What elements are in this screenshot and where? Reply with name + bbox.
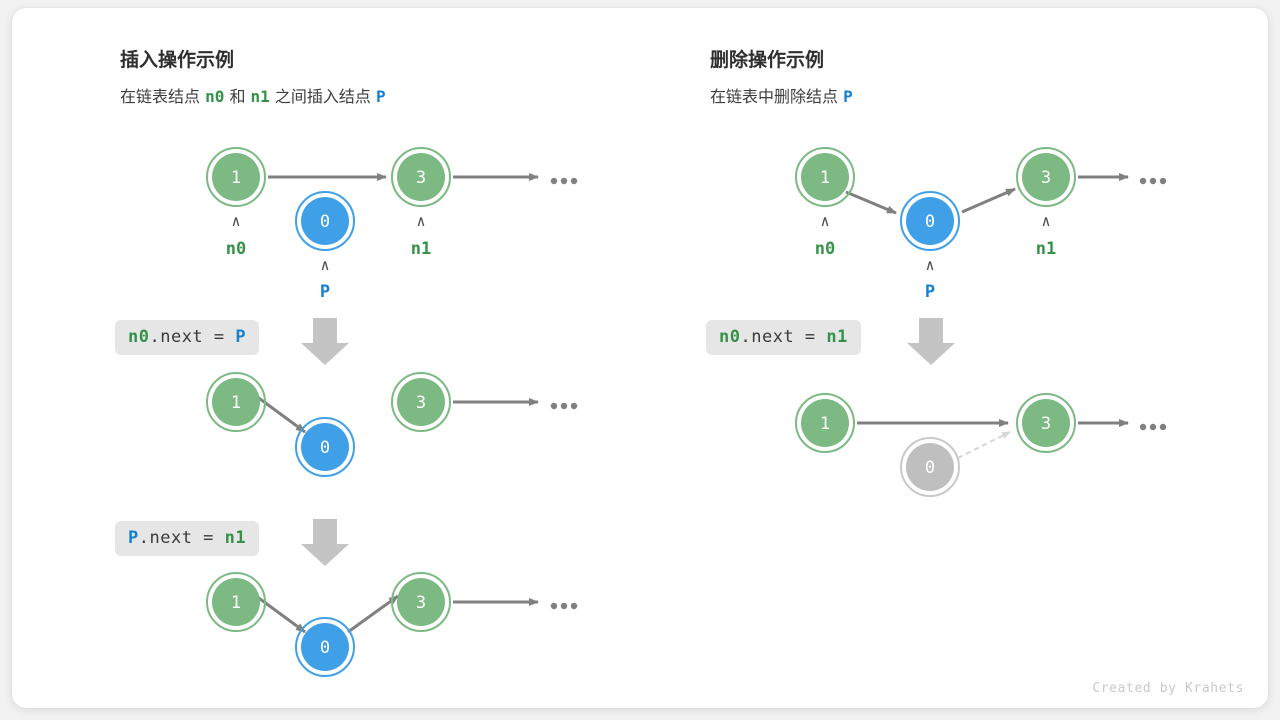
caret-icon: ∧ bbox=[231, 212, 240, 230]
node-1[interactable]: 1 bbox=[206, 147, 266, 207]
pointer-label-n0: n0 bbox=[815, 239, 835, 259]
delete-step-1-group: 1 0 3 bbox=[795, 393, 1167, 497]
delete-step-0-group: 1 ∧ n0 0 ∧ P 3 ∧ n1 bbox=[795, 147, 1167, 302]
caret-icon: ∧ bbox=[820, 212, 829, 230]
delete-panel-title: 删除操作示例 bbox=[710, 49, 825, 71]
caret-icon: ∧ bbox=[1041, 212, 1050, 230]
node-value: 3 bbox=[1041, 168, 1051, 188]
down-arrow-icon bbox=[301, 318, 349, 365]
code-token-middle: .next = bbox=[138, 528, 225, 548]
code-token-n0: n0 bbox=[719, 327, 741, 347]
insert-code-step-2: P.next = n1 bbox=[115, 521, 260, 556]
pointer-label-n1: n1 bbox=[411, 239, 431, 259]
pointer-label-p: P bbox=[925, 282, 935, 302]
node-3[interactable]: 3 bbox=[391, 372, 451, 432]
caret-icon: ∧ bbox=[416, 212, 425, 230]
insert-step-1-group: 1 0 3 bbox=[206, 372, 578, 477]
subtitle-text-0: 在链表中删除结点 bbox=[710, 87, 844, 106]
subtitle-text-4: 之间插入结点 bbox=[269, 87, 376, 106]
node-value: 1 bbox=[231, 168, 241, 188]
node-3[interactable]: 3 bbox=[391, 572, 451, 632]
node-value: 3 bbox=[416, 168, 426, 188]
node-value: 3 bbox=[416, 393, 426, 413]
insert-panel-subtitle: 在链表结点 n0 和 n1 之间插入结点 P bbox=[120, 83, 386, 107]
delete-code-step-1: n0.next = n1 bbox=[706, 320, 861, 355]
pointer-label-n1: n1 bbox=[1036, 239, 1056, 259]
arrow-p-to-n1 bbox=[347, 594, 399, 634]
node-3[interactable]: 3 bbox=[1016, 147, 1076, 207]
node-value: 0 bbox=[925, 212, 935, 232]
code-token-n0: n0 bbox=[128, 327, 150, 347]
ellipsis-icon bbox=[550, 602, 578, 610]
subtitle-ref-n0: n0 bbox=[205, 87, 225, 106]
ellipsis-icon bbox=[550, 177, 578, 185]
code-token-middle: .next = bbox=[149, 327, 236, 347]
node-value: 1 bbox=[231, 593, 241, 613]
node-value: 1 bbox=[820, 168, 830, 188]
node-value: 3 bbox=[416, 593, 426, 613]
pointer-label-p: P bbox=[320, 282, 330, 302]
insert-code-step-1: n0.next = P bbox=[115, 320, 260, 355]
arrow-removed-dashed bbox=[957, 431, 1011, 459]
node-value: 0 bbox=[320, 638, 330, 658]
node-1[interactable]: 1 bbox=[795, 147, 855, 207]
node-3[interactable]: 3 bbox=[1016, 393, 1076, 453]
node-0[interactable]: 0 bbox=[900, 191, 960, 251]
insert-panel-title: 插入操作示例 bbox=[120, 49, 235, 71]
node-value: 0 bbox=[320, 438, 330, 458]
code-token-n1: n1 bbox=[826, 327, 848, 347]
code-token-n1: n1 bbox=[224, 528, 247, 548]
node-0[interactable]: 0 bbox=[295, 617, 355, 677]
node-0-removed[interactable]: 0 bbox=[900, 437, 960, 497]
subtitle-text-2: 和 bbox=[224, 87, 251, 106]
footer-credit: Created by Krahets bbox=[1092, 681, 1244, 696]
delete-panel-subtitle: 在链表中删除结点 P bbox=[710, 83, 853, 107]
code-token-p: P bbox=[128, 528, 139, 548]
subtitle-ref-p: P bbox=[376, 87, 386, 106]
caret-icon: ∧ bbox=[320, 256, 329, 274]
subtitle-ref-p: P bbox=[843, 87, 853, 106]
code-token-p: P bbox=[235, 327, 247, 347]
node-value: 1 bbox=[231, 393, 241, 413]
arrow-n0-to-p bbox=[845, 190, 897, 215]
node-3[interactable]: 3 bbox=[391, 147, 451, 207]
arrow-p-to-n1 bbox=[961, 187, 1016, 214]
node-1[interactable]: 1 bbox=[206, 572, 266, 632]
node-0[interactable]: 0 bbox=[295, 191, 355, 251]
down-arrow-icon bbox=[907, 318, 955, 365]
subtitle-ref-n1: n1 bbox=[250, 87, 270, 106]
node-value: 0 bbox=[925, 458, 935, 478]
caret-icon: ∧ bbox=[925, 256, 934, 274]
down-arrow-icon bbox=[301, 519, 349, 566]
insert-step-2-group: 1 0 3 bbox=[206, 572, 578, 677]
pointer-label-n0: n0 bbox=[226, 239, 246, 259]
node-1[interactable]: 1 bbox=[795, 393, 855, 453]
node-value: 0 bbox=[320, 212, 330, 232]
node-value: 1 bbox=[820, 414, 830, 434]
ellipsis-icon bbox=[550, 402, 578, 410]
ellipsis-icon bbox=[1139, 177, 1167, 185]
subtitle-text-0: 在链表结点 bbox=[120, 87, 206, 106]
insert-step-0-group: 1 ∧ n0 0 ∧ P 3 ∧ n1 bbox=[206, 147, 578, 302]
ellipsis-icon bbox=[1139, 423, 1167, 431]
code-token-middle: .next = bbox=[740, 327, 827, 347]
node-0[interactable]: 0 bbox=[295, 417, 355, 477]
node-1[interactable]: 1 bbox=[206, 372, 266, 432]
node-value: 3 bbox=[1041, 414, 1051, 434]
